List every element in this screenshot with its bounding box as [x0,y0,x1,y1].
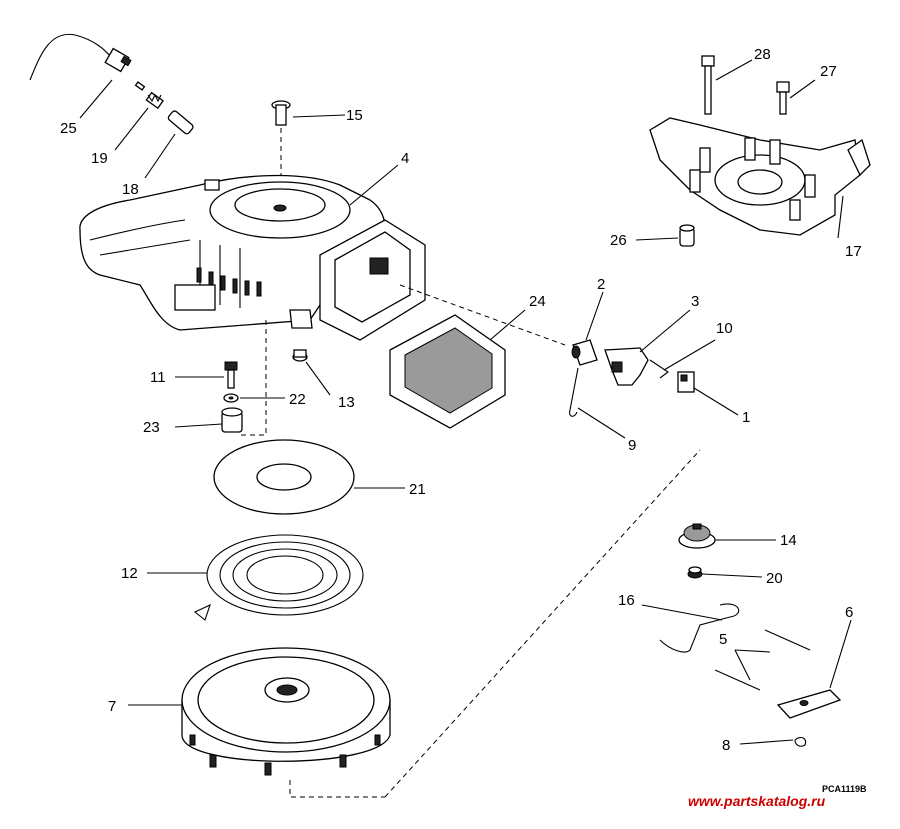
callout-9: 9 [628,437,636,454]
callout-28: 28 [754,46,771,63]
callout-19: 19 [91,150,108,167]
callout-10: 10 [716,320,733,337]
part-12-rewind-spring [193,534,364,621]
callout-8: 8 [722,737,730,754]
callout-21: 21 [409,481,426,498]
callout-1: 1 [742,409,750,426]
callout-23: 23 [143,419,160,436]
part-19-small-pin [134,81,146,91]
callout-labels: 1 2 3 4 5 6 7 8 9 10 11 12 13 14 15 16 1… [60,46,862,754]
part-18-plunger [167,110,194,135]
part-16-spring [659,603,740,653]
callout-11: 11 [150,369,166,386]
callout-7: 7 [108,698,116,715]
callout-27: 27 [820,63,837,80]
part-17-mounting-plate [649,117,871,236]
part-19-spring [145,91,164,110]
part-21-plate [213,439,355,515]
callout-20: 20 [766,570,783,587]
callout-15: 15 [346,107,363,124]
part-2-bracket [571,339,598,366]
callout-26: 26 [610,232,627,249]
part-3-lever [604,347,649,386]
part-25-cable [29,33,132,81]
part-1-block [677,371,695,393]
part-handle-assembly [319,219,426,341]
callout-16: 16 [618,592,635,609]
callout-12: 12 [121,565,138,582]
part-14-retainer [678,523,716,549]
callout-22: 22 [289,391,306,408]
part-9-hairpin [569,367,579,417]
callout-18: 18 [122,181,139,198]
part-5-pawl-links [714,629,811,691]
part-20-nut [687,566,703,579]
leader-lines [79,59,852,745]
part-22-washer [223,393,239,403]
part-23-bushing [221,407,243,433]
part-24-grip-insert [389,314,506,429]
part-28-long-bolt [701,55,715,115]
drawing-code: PCA1119B [822,784,867,794]
callout-3: 3 [691,293,699,310]
watermark: www.partskatalog.ru [688,793,826,809]
part-13-nut [292,349,308,362]
part-6-pawl [776,689,842,719]
callout-4: 4 [401,150,409,167]
part-7-pulley [181,647,391,776]
callout-2: 2 [597,276,605,293]
callout-5: 5 [719,631,727,648]
callout-17: 17 [845,243,862,260]
callout-14: 14 [780,532,797,549]
callout-13: 13 [338,394,355,411]
callout-6: 6 [845,604,853,621]
callout-25: 25 [60,120,77,137]
part-15-screw [271,100,291,126]
callout-24: 24 [529,293,546,310]
part-10-spring-clip [649,359,669,379]
part-27-short-bolt [776,81,790,115]
part-8-clip [794,736,807,747]
part-26-dowel [679,224,695,247]
part-11-screw [224,361,238,389]
part-4-starter-housing [79,174,386,331]
